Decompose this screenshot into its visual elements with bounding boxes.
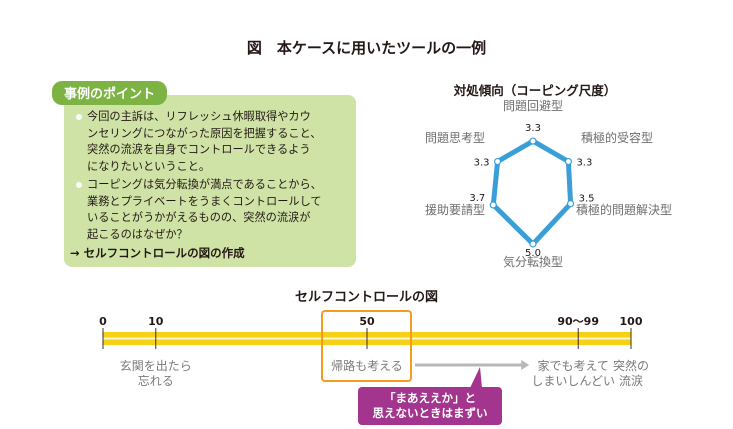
callout-text: 「まあええか」と — [384, 391, 476, 405]
callout-pointer — [470, 367, 482, 388]
radar-axis-label: 積極的問題解決型 — [576, 202, 672, 217]
point-tag: 事例のポイント — [52, 81, 168, 105]
point-conclusion: → セルフコントロールの図の作成 — [70, 246, 245, 260]
scale-note: 突然の — [613, 358, 649, 373]
radar-point — [529, 137, 537, 145]
scale-tick-label: 50 — [359, 315, 375, 328]
radar-value-label: 3.3 — [576, 158, 592, 169]
radar-axis-label: 問題思考型 — [425, 131, 485, 145]
radar-point — [489, 201, 497, 209]
point-bullet-2: コーピングは気分転換が満点であることから、 業務とプライベートをうまくコントロー… — [76, 177, 357, 243]
radar-series-polygon — [490, 138, 574, 247]
callout-text: 思えないときはまずい — [373, 406, 488, 420]
scale-note: 忘れる — [138, 373, 174, 388]
radar-value-label: 3.3 — [474, 158, 490, 169]
case-point-box: 今回の主訴は、リフレッシュ休暇取得やカウ ンセリングにつながった原因を把握するこ… — [64, 95, 356, 267]
scale-title: セルフコントロールの図 — [294, 290, 438, 305]
radar-value-label: 3.3 — [525, 123, 541, 134]
radar-axis-label: 問題回避型 — [503, 99, 563, 113]
figure-title: 図 本ケースに用いたツールの一例 — [246, 39, 487, 57]
radar-point — [564, 157, 573, 166]
callout-box — [358, 387, 502, 425]
scale-tick-label: 0 — [99, 315, 107, 328]
radar-axis-label: 気分転換型 — [503, 254, 563, 269]
arrow-head-icon — [521, 360, 530, 370]
bullet-dot-icon — [76, 182, 82, 188]
scale-note: 流涙 — [619, 373, 643, 388]
radar-axis-label: 援助要請型 — [425, 203, 485, 217]
radar-point — [529, 240, 537, 248]
radar-axis-label: 積極的受容型 — [581, 130, 653, 145]
scale-tick-label: 100 — [620, 315, 643, 328]
point-bullet-1: 今回の主訴は、リフレッシュ休暇取得やカウ ンセリングにつながった原因を把握するこ… — [76, 109, 357, 175]
radar-value-label: 3.5 — [579, 194, 595, 205]
radar-title: 対処傾向（コーピング尺度） — [453, 83, 617, 98]
scale-tick-label: 10 — [148, 315, 164, 328]
scale-note: しまいしんどい — [531, 374, 615, 388]
radar-value-label: 5.0 — [525, 248, 541, 259]
scale-tick-label: 90〜99 — [557, 315, 599, 328]
scale-note: 帰路も考える — [331, 358, 403, 373]
radar-point — [566, 200, 575, 208]
scale-note: 家でも考えて — [537, 358, 608, 373]
radar-point — [493, 157, 502, 166]
highlight-box — [321, 310, 412, 382]
bullet-dot-icon — [76, 114, 82, 120]
radar-value-label: 3.7 — [469, 193, 485, 204]
scale-note: 玄関を出たら — [120, 358, 192, 373]
